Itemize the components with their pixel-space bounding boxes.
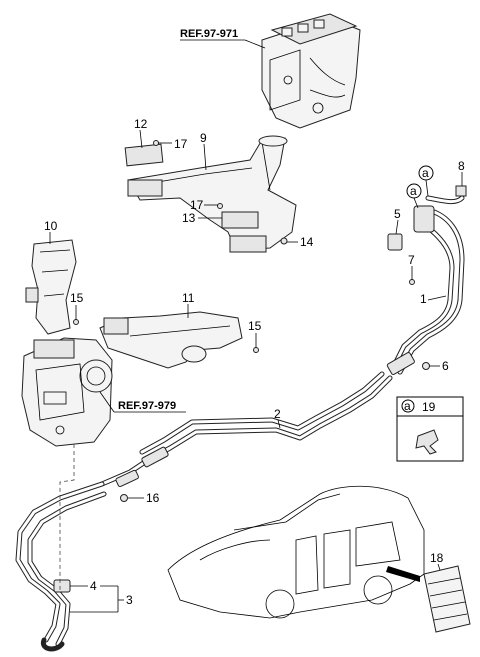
svg-text:a: a bbox=[410, 184, 417, 198]
label-15b: 15 bbox=[248, 319, 262, 333]
duct-part-9 bbox=[124, 135, 297, 253]
label-17a: 17 bbox=[174, 137, 188, 151]
inset-box-19: a 19 bbox=[396, 396, 464, 462]
label-3: 3 bbox=[126, 593, 133, 607]
tube-assembly-1 bbox=[386, 195, 465, 375]
label-1: 1 bbox=[420, 292, 427, 306]
svg-text:a: a bbox=[422, 166, 429, 180]
label-13: 13 bbox=[182, 211, 196, 225]
label-18: 18 bbox=[430, 551, 444, 565]
label-17b: 17 bbox=[190, 198, 204, 212]
label-14: 14 bbox=[300, 235, 314, 249]
tube-assembly-3 bbox=[15, 481, 107, 652]
connector-part-19 bbox=[415, 429, 439, 455]
label-9: 9 bbox=[200, 131, 207, 145]
label-5: 5 bbox=[394, 207, 401, 221]
label-10: 10 bbox=[44, 219, 58, 233]
grille-part-18 bbox=[423, 565, 471, 633]
label-7: 7 bbox=[408, 253, 415, 267]
label-4: 4 bbox=[90, 579, 97, 593]
dashed-connector bbox=[59, 444, 75, 590]
label-15a: 15 bbox=[70, 291, 84, 305]
ref-mid-leader bbox=[99, 391, 115, 413]
ref-top-leader bbox=[244, 39, 266, 49]
inset-part-label: 19 bbox=[422, 400, 436, 414]
heater-unit-left bbox=[21, 337, 113, 447]
ref-mid-label: REF.97-979 bbox=[118, 400, 176, 412]
clip-part-8 bbox=[455, 185, 467, 197]
vehicle-outline bbox=[167, 485, 425, 619]
inset-letter: a bbox=[404, 399, 411, 413]
label-2: 2 bbox=[274, 407, 281, 421]
label-12: 12 bbox=[134, 117, 148, 131]
bracket-part-5 bbox=[387, 233, 403, 251]
label-11: 11 bbox=[182, 291, 195, 305]
duct-part-11 bbox=[99, 311, 243, 369]
callout-a-2: a bbox=[406, 183, 422, 199]
heater-unit-top bbox=[261, 13, 361, 129]
arrow-to-part-18 bbox=[386, 566, 420, 582]
callout-a-1: a bbox=[418, 165, 434, 181]
label-16: 16 bbox=[146, 491, 160, 505]
ref-top-label: REF.97-971 bbox=[180, 28, 238, 40]
label-6: 6 bbox=[442, 359, 449, 373]
label-8: 8 bbox=[458, 159, 465, 173]
tube-assembly-2 bbox=[99, 371, 393, 488]
duct-part-10 bbox=[25, 239, 77, 335]
